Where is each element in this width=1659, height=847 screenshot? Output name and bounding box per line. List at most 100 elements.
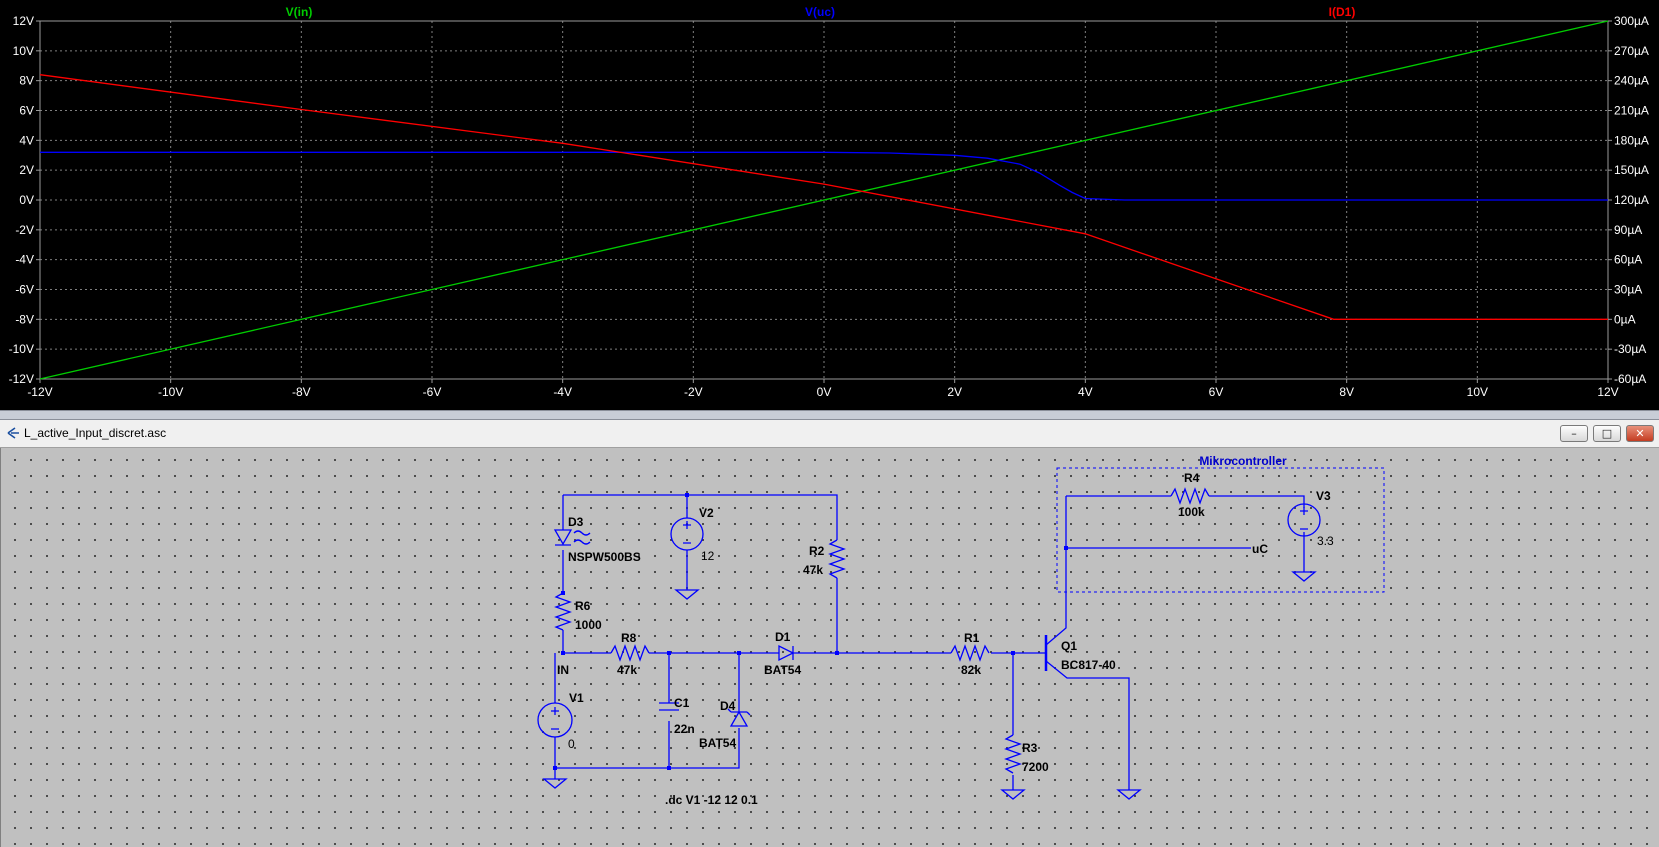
y-left-tick-label: -10V [9, 342, 34, 356]
schematic-titlebar[interactable]: L_active_Input_discret.asc – □ ✕ [0, 420, 1659, 448]
r2-symbol[interactable] [828, 539, 846, 579]
x-tick-label: -12V [27, 385, 52, 399]
trace-lines [39, 20, 1609, 380]
y-right-tick-label: -30µA [1614, 342, 1646, 356]
v3-value: 3.3 [1317, 534, 1334, 548]
mikrocontroller-box [1056, 467, 1385, 593]
c1-name: C1 [674, 696, 690, 710]
r4-symbol[interactable] [1170, 487, 1210, 505]
v3-source-symbol[interactable] [1287, 503, 1321, 537]
r6-symbol[interactable] [554, 592, 572, 631]
r6-name: R6 [575, 599, 591, 613]
trace-id1[interactable] [39, 74, 1608, 320]
y-left-tick-label: 10V [13, 44, 34, 58]
x-tick-label: -4V [553, 385, 572, 399]
y-left-tick-label: 6V [19, 104, 34, 118]
junction-bottom-left [553, 766, 557, 770]
v2-source-symbol[interactable] [670, 517, 704, 551]
q1-name: Q1 [1061, 639, 1077, 653]
y-left-tick-label: 8V [19, 74, 34, 88]
junction-r3 [1011, 651, 1015, 655]
y-right-tick-label: 30µA [1614, 283, 1642, 297]
d4-symbol[interactable] [727, 708, 751, 727]
wire-top-rail[interactable] [563, 494, 838, 540]
junction-d3-r6 [561, 591, 565, 595]
y-right-tick-label: 210µA [1614, 104, 1649, 118]
r3-symbol[interactable] [1004, 734, 1022, 774]
r8-name: R8 [621, 631, 637, 645]
x-tick-label: -2V [684, 385, 703, 399]
d3-value: NSPW500BS [568, 550, 641, 564]
trace-label-id1[interactable]: I(D1) [1329, 5, 1356, 19]
v1-value: 0 [568, 737, 575, 751]
x-tick-label: -10V [158, 385, 183, 399]
y-left-tick-label: -2V [15, 223, 34, 237]
r8-symbol[interactable] [610, 644, 650, 662]
q1-value: BC817-40 [1061, 658, 1116, 672]
junction-in [561, 651, 565, 655]
d3-light-arrows [573, 530, 591, 545]
y-left-tick-label: 12V [13, 14, 34, 28]
source-polarity-marks [551, 507, 1308, 730]
schematic-app-icon [7, 427, 19, 439]
y-right-tick-label: 60µA [1614, 253, 1642, 267]
schematic-canvas[interactable]: Mikrocontroller D3 NSPW500BS V2 12 R2 47… [0, 448, 1659, 847]
x-tick-label: -8V [292, 385, 311, 399]
junction-d4 [737, 651, 741, 655]
trace-label-vuc[interactable]: V(uc) [805, 5, 835, 19]
r3-name: R3 [1022, 741, 1038, 755]
x-tick-label: 12V [1597, 385, 1618, 399]
y-left-tick-label: -8V [15, 312, 34, 326]
y-right-tick-label: 150µA [1614, 163, 1649, 177]
d3-name: D3 [568, 515, 584, 529]
y-right-tick-label: 90µA [1614, 223, 1642, 237]
v2-value: 12 [701, 549, 715, 563]
x-tick-label: 6V [1209, 385, 1224, 399]
y-right-tick-label: -60µA [1614, 372, 1646, 386]
q1-emitter-wire[interactable] [1045, 660, 1130, 790]
trace-vuc[interactable] [40, 151, 1608, 201]
trace-label-vin[interactable]: V(in) [286, 5, 313, 19]
ground-v2 [674, 589, 700, 600]
spice-directive[interactable]: .dc V1 -12 12 0.1 [665, 793, 758, 807]
uc-net-label: uC [1252, 542, 1268, 556]
y-right-tick-label: 180µA [1614, 133, 1649, 147]
schematic-drawing[interactable]: Mikrocontroller D3 NSPW500BS V2 12 R2 47… [1, 448, 1659, 847]
q1-collector-wire[interactable] [1045, 496, 1067, 646]
r1-value: 82k [961, 663, 981, 677]
y-right-tick-label: 0µA [1614, 312, 1636, 326]
x-tick-label: 2V [947, 385, 962, 399]
d1-symbol[interactable] [769, 644, 795, 662]
c1-symbol[interactable] [659, 702, 679, 711]
r1-name: R1 [964, 631, 980, 645]
maximize-button[interactable]: □ [1593, 425, 1621, 442]
v1-source-symbol[interactable] [537, 702, 573, 738]
junction-top-v2 [685, 493, 689, 497]
r1-symbol[interactable] [950, 644, 990, 662]
junction-uc [1064, 546, 1068, 550]
pane-splitter[interactable] [0, 410, 1659, 420]
trace-vin[interactable] [39, 20, 1609, 380]
r2-name: R2 [809, 544, 825, 558]
d1-value: BAT54 [764, 663, 801, 677]
wire-bottom-rail[interactable] [555, 728, 740, 769]
y-left-tick-label: 4V [19, 133, 34, 147]
r4-name: R4 [1184, 471, 1200, 485]
y-right-tick-label: 120µA [1614, 193, 1649, 207]
d3-symbol[interactable] [553, 529, 573, 546]
r8-value: 47k [617, 663, 637, 677]
close-button[interactable]: ✕ [1626, 425, 1654, 442]
r2-value: 47k [803, 563, 823, 577]
junction-c1 [667, 651, 671, 655]
in-net-label: IN [557, 663, 569, 677]
x-tick-label: 8V [1339, 385, 1354, 399]
v1-name: V1 [569, 691, 584, 705]
minimize-button[interactable]: – [1560, 425, 1588, 442]
y-left-tick-label: -6V [15, 283, 34, 297]
x-tick-label: 4V [1078, 385, 1093, 399]
v2-name: V2 [699, 506, 714, 520]
schematic-window: L_active_Input_discret.asc – □ ✕ [0, 420, 1659, 847]
